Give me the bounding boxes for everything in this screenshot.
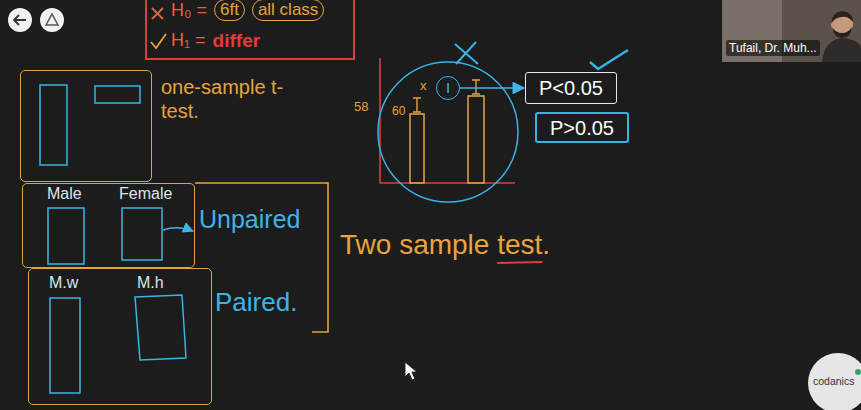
underline-mark (497, 262, 542, 263)
hypothesis-text: H₀ = (171, 0, 207, 22)
cross-mark (152, 8, 163, 19)
pointer-arrow (163, 228, 193, 231)
p-value-text: P<0.05 (539, 76, 603, 100)
mouse-cursor (405, 362, 417, 380)
test-group-box: MaleFemaleUnpaired (22, 183, 195, 268)
check-mark (590, 50, 628, 69)
group-label: Female (119, 184, 172, 203)
group-label: M.w (49, 273, 78, 292)
result-box: P>0.05 (535, 112, 629, 143)
sample-bars (40, 85, 186, 393)
group-bracket (195, 183, 328, 332)
highlight-circle (378, 62, 518, 202)
circled-mark: I (436, 76, 460, 100)
bar-chart (380, 58, 515, 183)
value-text: differ (213, 30, 261, 53)
mark-text: x (420, 78, 427, 94)
back-button (8, 8, 32, 32)
axis-value: 58 (354, 99, 368, 115)
axis-value: 60 (392, 104, 405, 118)
test-title: one-sample t-test. (161, 75, 291, 123)
group-label: Male (47, 184, 82, 203)
p-value-text: P>0.05 (550, 116, 614, 140)
mark-text: I (446, 79, 450, 97)
test-title: Unpaired (199, 204, 300, 234)
result-box: P<0.05 (525, 72, 617, 104)
test-group-box: one-sample t-test. (20, 70, 152, 182)
test-group-box: M.wM.hPaired. (28, 268, 212, 405)
video-thumbnail (722, 0, 861, 62)
cross-mark (455, 42, 478, 64)
section-title: Two sample test. (340, 228, 550, 262)
value-text: 6ft (214, 0, 245, 21)
value-text: all class (252, 0, 324, 21)
hypothesis-box: H₀ = 6ft all class H₁ = differ (145, 0, 355, 60)
test-title: Paired. (215, 287, 297, 318)
hypothesis-text: H₁ = (171, 30, 206, 52)
logo-badge (808, 353, 861, 410)
tool-icon (40, 8, 64, 32)
arrow-connector (460, 87, 524, 89)
group-label: M.h (137, 273, 164, 292)
participant-name: Tufail, Dr. Muh... (726, 40, 820, 56)
logo-text: codanics (813, 375, 854, 388)
check-mark (151, 34, 166, 48)
